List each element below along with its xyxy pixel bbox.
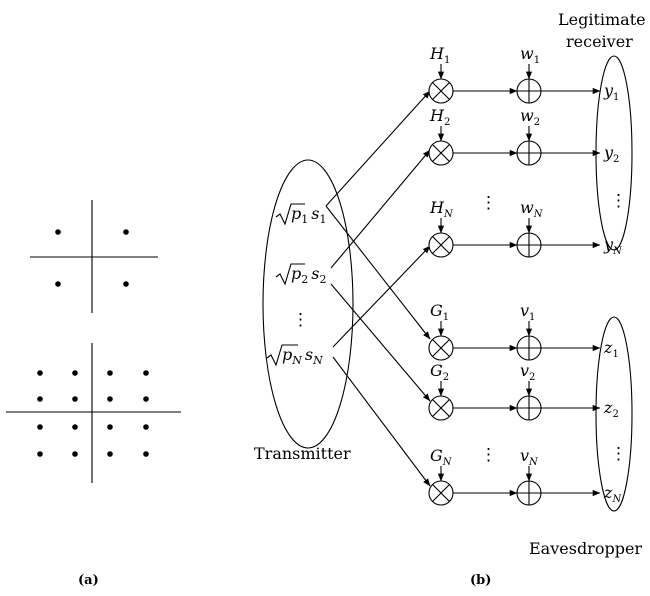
eve-output-label-3: zN	[603, 483, 622, 505]
caption-a: (a)	[78, 573, 99, 588]
eavesdropper-ellipse	[595, 316, 633, 512]
legit-row-1: H1 w1 y1	[428, 44, 619, 104]
eve-row-3: GN vN zN	[428, 446, 622, 506]
receiver-label-line1: Legitimate	[558, 10, 646, 29]
caption-b: (b)	[470, 573, 491, 588]
legit-gain-label-1: H1	[429, 44, 450, 66]
legit-gain-label-2: H2	[429, 106, 450, 128]
eve-noise-label-2: v2	[520, 361, 535, 383]
legit-output-label-1: y1	[603, 81, 619, 103]
legit-row-2: H2 w2 y2	[428, 106, 619, 166]
legit-gain-label-3: HN	[429, 198, 454, 220]
qam16-point-4	[143, 370, 149, 376]
qpsk-point-3	[55, 281, 61, 287]
qpsk-point-2	[123, 229, 129, 235]
legit-noise-label-2: w2	[520, 106, 540, 128]
qpsk-constellation	[30, 200, 158, 313]
legit-branch-ellipsis: ⋮	[480, 193, 497, 213]
eve-row-2: G2 v2 z2	[428, 361, 619, 421]
receiver-ellipse	[595, 55, 633, 251]
qam16-point-6	[72, 396, 78, 402]
legit-row-3: HN wN yN	[428, 198, 623, 258]
qam16-point-7	[107, 396, 113, 402]
qam16-constellation	[6, 343, 181, 483]
qam16-point-5	[37, 396, 43, 402]
eve-gain-label-3: GN	[430, 446, 453, 468]
qam16-points	[37, 370, 149, 457]
legit-noise-label-3: wN	[520, 198, 544, 220]
qpsk-point-4	[123, 281, 129, 287]
eve-noise-label-1: v1	[520, 301, 535, 323]
legit-noise-label-1: w1	[520, 44, 540, 66]
receiver-ellipsis: ⋮	[610, 191, 627, 211]
eve-branch-ellipsis: ⋮	[480, 445, 497, 465]
eve-noise-label-3: vN	[520, 446, 539, 468]
qam16-point-2	[72, 370, 78, 376]
transmitter-label: Transmitter	[254, 444, 351, 463]
qpsk-point-1	[55, 229, 61, 235]
legit-output-label-2: y2	[603, 143, 619, 165]
legit-output-label-3: yN	[603, 235, 623, 257]
eavesdropper-label: Eavesdropper	[529, 539, 642, 558]
qam16-point-3	[107, 370, 113, 376]
eve-output-label-2: z2	[603, 398, 619, 420]
transmitter-ellipse	[262, 159, 354, 449]
qam16-point-13	[37, 451, 43, 457]
qam16-point-12	[143, 424, 149, 430]
qpsk-points	[55, 229, 129, 287]
eve-gain-label-1: G1	[430, 301, 449, 323]
qam16-point-8	[143, 396, 149, 402]
eavesdropper-ellipsis: ⋮	[610, 444, 627, 464]
eve-output-label-1: z1	[603, 338, 619, 360]
branch-lines	[325, 90, 431, 487]
tx-ellipsis: ⋮	[292, 310, 309, 330]
qam16-point-1	[37, 370, 43, 376]
qam16-point-15	[107, 451, 113, 457]
qam16-point-10	[72, 424, 78, 430]
qam16-point-16	[143, 451, 149, 457]
qam16-point-11	[107, 424, 113, 430]
eve-row-1: G1 v1 z1	[428, 301, 619, 361]
qam16-point-9	[37, 424, 43, 430]
eve-gain-label-2: G2	[430, 361, 449, 383]
qam16-point-14	[72, 451, 78, 457]
receiver-label-line2: receiver	[566, 32, 633, 51]
